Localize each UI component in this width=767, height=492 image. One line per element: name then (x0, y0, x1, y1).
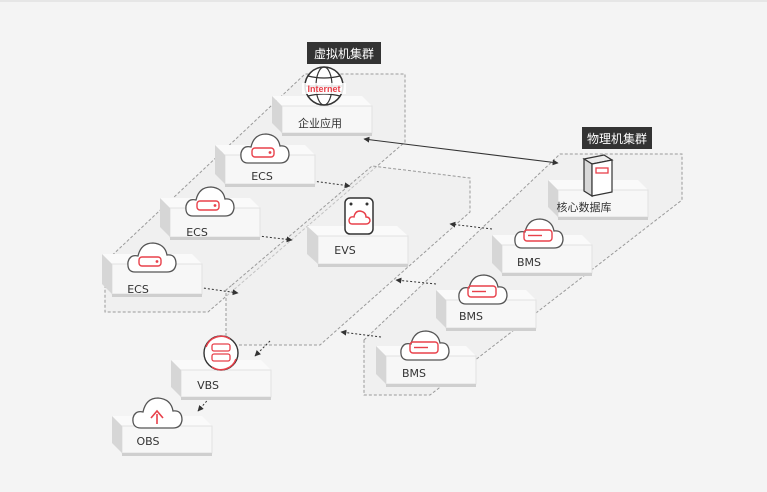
backup-icon (203, 335, 239, 371)
internet-badge: Internet (307, 84, 340, 94)
bms-1-label: BMS (517, 256, 541, 269)
cloud-upload-icon (132, 397, 183, 429)
virtual-cluster-tag: 虚拟机集群 (307, 42, 381, 64)
bms-node-2[interactable]: BMS (436, 274, 537, 331)
vbs-node[interactable]: VBS (171, 335, 272, 400)
bms-node-1[interactable]: BMS (492, 218, 593, 276)
virtual-cluster-label: 虚拟机集群 (314, 46, 374, 61)
vbs-label: VBS (197, 379, 219, 392)
cloud-server-icon (400, 330, 450, 361)
globe-icon: Internet (302, 66, 346, 106)
enterprise-app-node[interactable]: Internet 企业应用 (272, 66, 373, 136)
cloud-server-icon (240, 133, 290, 164)
ecs-3-label: ECS (127, 283, 149, 296)
evs-node[interactable]: EVS (307, 197, 409, 267)
physical-cluster-tag: 物理机集群 (582, 127, 652, 149)
ecs-1-label: ECS (251, 170, 273, 183)
physical-cluster-label: 物理机集群 (587, 131, 647, 146)
core-db-node[interactable]: 核心数据库 (548, 154, 649, 220)
ecs-2-label: ECS (186, 226, 208, 239)
cloud-server-icon (185, 186, 235, 217)
ecs-node-1[interactable]: ECS (215, 133, 316, 187)
core-db-label: 核心数据库 (557, 200, 612, 214)
ecs1-evs-connector (304, 179, 351, 189)
app-db-connector (363, 136, 559, 166)
bms-3-label: BMS (402, 367, 426, 380)
bms1-evs-connector (449, 221, 493, 230)
ecs3-evs-connector (195, 286, 239, 296)
evs-label: EVS (334, 244, 355, 257)
cloud-server-icon (514, 218, 564, 249)
obs-node[interactable]: OBS (112, 397, 213, 456)
cloud-server-icon (458, 274, 508, 305)
server-tower-icon (582, 154, 614, 198)
ecs2-evs-connector (249, 234, 293, 243)
bms3-evs-connector (340, 329, 382, 338)
bms-2-label: BMS (459, 310, 483, 323)
bms-node-3[interactable]: BMS (376, 330, 477, 387)
enterprise-app-label: 企业应用 (298, 116, 342, 130)
ecs-node-2[interactable]: ECS (160, 186, 261, 240)
obs-label: OBS (137, 435, 160, 448)
bms2-evs-connector (395, 277, 437, 285)
cloud-disk-icon (344, 197, 374, 235)
vbs-obs-connector (197, 394, 213, 412)
cloud-server-icon (127, 242, 177, 273)
ecs-node-3[interactable]: ECS (102, 242, 203, 297)
evs-vbs-connector (254, 340, 271, 357)
